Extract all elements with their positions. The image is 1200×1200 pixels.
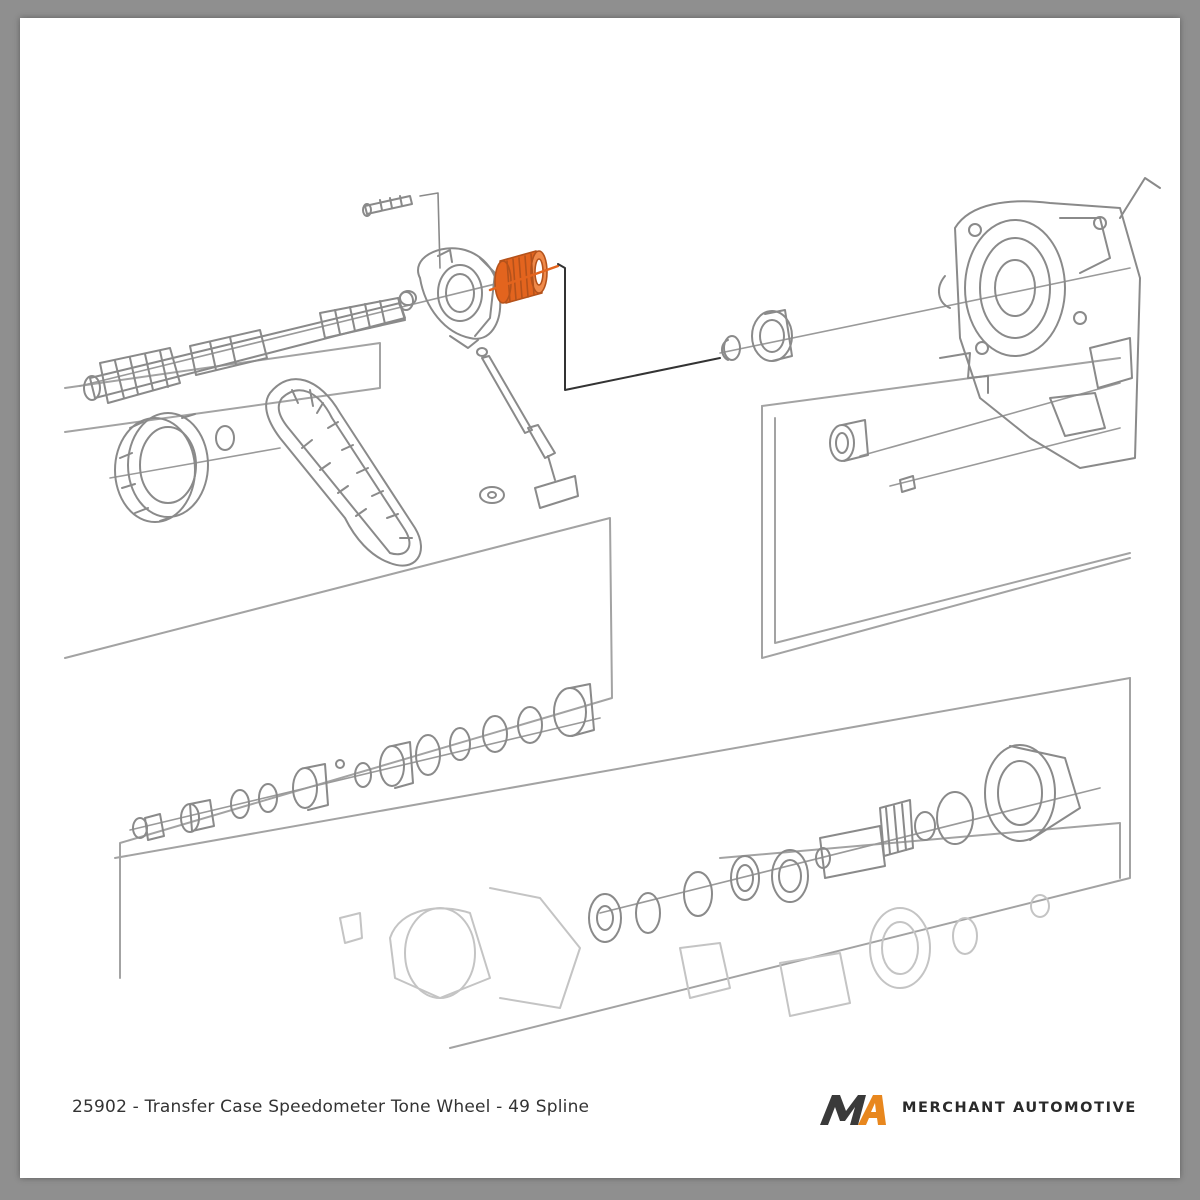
drive-chain: [265, 378, 422, 567]
brand-name: MERCHANT AUTOMOTIVE: [902, 1100, 1137, 1116]
drive-sprocket: [114, 412, 235, 523]
speed-sensor: [476, 347, 579, 509]
pilot-bearing: [829, 419, 916, 493]
speedometer-housing: [398, 247, 502, 349]
front-output-assembly: [588, 744, 1081, 943]
seal-and-snap-ring: [721, 309, 793, 362]
brand-logo-icon: [820, 1095, 886, 1125]
product-image-frame: 25902 - Transfer Case Speedometer Tone W…: [20, 18, 1180, 1178]
product-caption: 25902 - Transfer Case Speedometer Tone W…: [72, 1097, 590, 1117]
brand-block: MERCHANT AUTOMOTIVE: [818, 1091, 1138, 1127]
mainshaft-parts-row: [132, 683, 595, 841]
leader-line: [557, 263, 721, 391]
bolt: [362, 192, 441, 269]
transfer-case-housing: [938, 177, 1161, 469]
panel-outlines: [64, 342, 1131, 1049]
lower-parts: [339, 887, 1050, 1017]
exploded-parts-diagram: [64, 177, 1161, 1049]
speedometer-tone-wheel: [488, 250, 560, 304]
output-shaft: [83, 290, 417, 404]
